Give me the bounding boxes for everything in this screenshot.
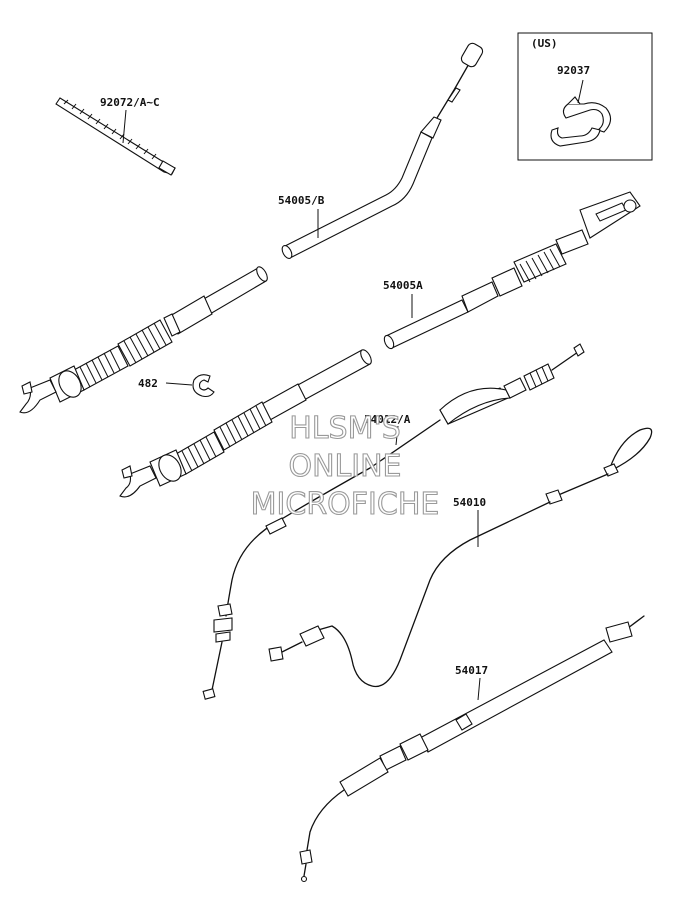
label-54012: 54012/A — [364, 413, 411, 426]
label-92072: 92072/A~C — [100, 96, 160, 109]
cable-tie-92072 — [55, 97, 176, 176]
watermark-line-2: ONLINE — [288, 449, 401, 484]
cable-54010 — [268, 427, 653, 688]
us-inset-box — [517, 32, 653, 161]
label-54005a: 54005A — [383, 279, 423, 292]
leader-54012 — [395, 425, 399, 446]
cable-54017 — [299, 615, 645, 883]
watermark-line-1: HLSM'S — [289, 411, 401, 446]
watermark-line-3: MICROFICHE — [251, 487, 440, 522]
label-us: (US) — [531, 37, 558, 50]
clip-482 — [192, 374, 215, 398]
label-482: 482 — [138, 377, 158, 390]
cable-54012 — [202, 343, 585, 700]
leader-54017 — [477, 677, 481, 701]
cable-54005a — [383, 191, 641, 350]
label-54005b: 54005/B — [278, 194, 325, 207]
label-54010: 54010 — [453, 496, 486, 509]
label-54017: 54017 — [455, 664, 488, 677]
leader-482 — [165, 382, 193, 386]
cable-left-lower — [119, 349, 372, 498]
label-92037: 92037 — [557, 64, 590, 77]
cable-left-upper — [19, 266, 268, 414]
cable-54005b — [281, 42, 484, 260]
